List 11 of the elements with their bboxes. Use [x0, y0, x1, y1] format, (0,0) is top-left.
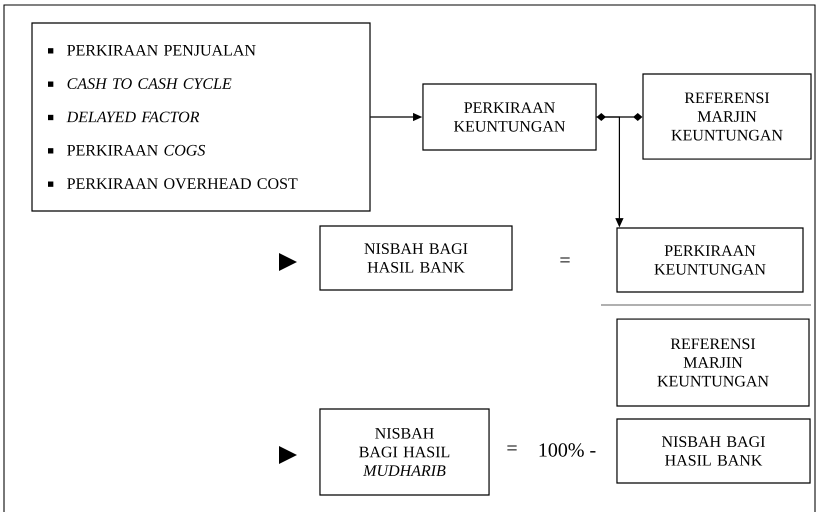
equation-sign: 100% - — [540, 443, 596, 457]
text-box: NISBAH BAGI HASIL BANK — [616, 418, 811, 484]
arrow — [596, 113, 642, 122]
text-box: NISBAH BAGI HASIL BANK — [319, 225, 513, 291]
text-box: PERKIRAAN KEUNTUNGAN — [422, 83, 597, 151]
bullet-list-box: PERKIRAAN PENJUALAN CASH TO CASH CYCLE DELAYED FACTOR PERKIRAAN COGS PERKIRAAN OVERHEAD COST — [31, 22, 371, 212]
equation-sign: = — [560, 257, 570, 262]
text-box: NISBAH BAGI HASIL MUDHARIB — [319, 408, 490, 496]
text-box: PERKIRAAN KEUNTUNGAN — [616, 227, 804, 293]
text-box: REFERENSI MARJIN KEUNTUNGAN — [642, 73, 812, 160]
text-box: REFERENSI MARJIN KEUNTUNGAN — [616, 318, 810, 407]
